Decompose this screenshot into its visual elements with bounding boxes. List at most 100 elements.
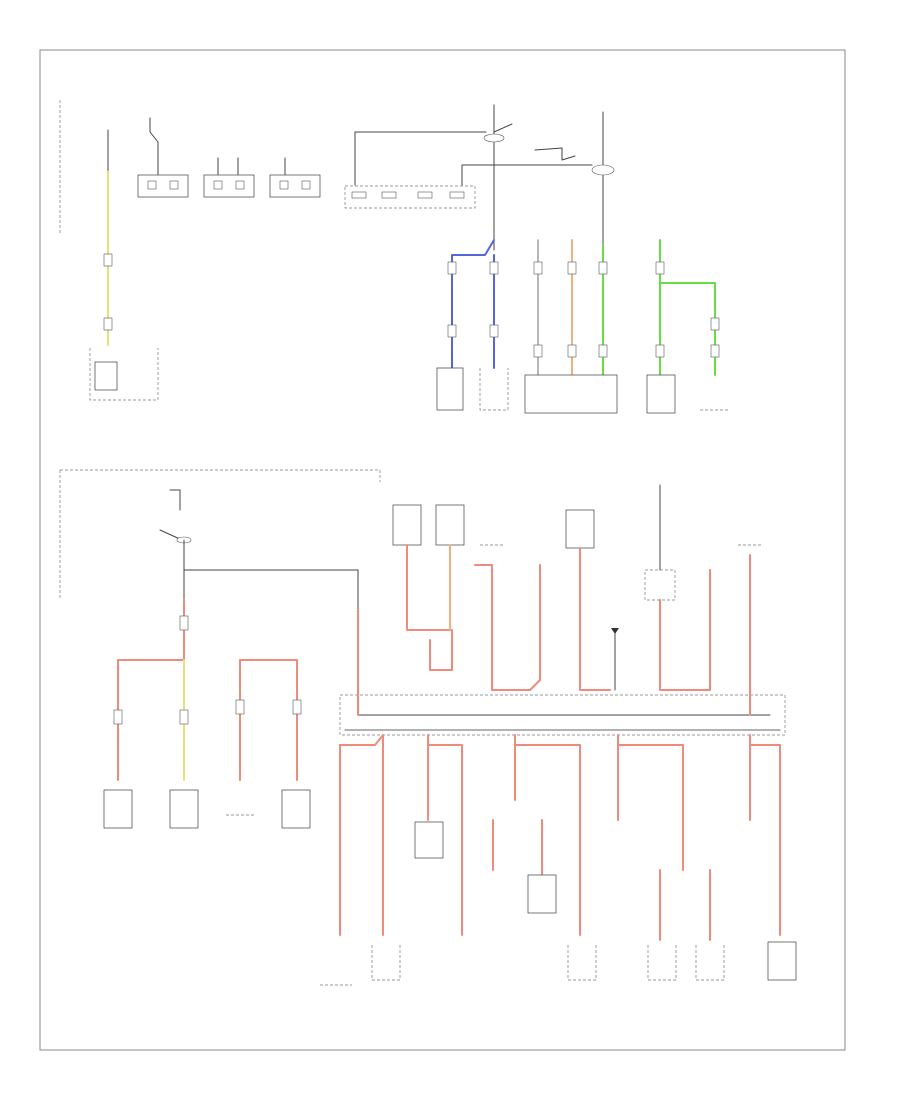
relay-3-pin-1 bbox=[279, 180, 289, 190]
left-load-b bbox=[169, 789, 199, 829]
relay-2-pin-2 bbox=[235, 180, 245, 190]
center-module-outline bbox=[644, 569, 676, 601]
lower-boundary bbox=[59, 469, 381, 600]
top-switch-contact-3 bbox=[417, 191, 433, 199]
lower-left-switch-feed bbox=[183, 539, 359, 611]
bottom-load-d bbox=[527, 874, 557, 914]
center-module-body bbox=[524, 374, 618, 414]
top-switch-contact-1 bbox=[351, 191, 367, 199]
bottom-load-c bbox=[414, 821, 444, 859]
bottom-load-b bbox=[371, 945, 401, 981]
bottom-drops bbox=[339, 734, 781, 941]
ground-icon bbox=[611, 628, 619, 634]
bottom-load-h bbox=[767, 941, 797, 981]
blue-wire-b-connector-2 bbox=[489, 324, 499, 338]
left-connector-5 bbox=[292, 699, 302, 715]
green-wire-group bbox=[646, 239, 728, 414]
center-connector-4 bbox=[533, 344, 543, 358]
top-switch-contact-4 bbox=[449, 191, 465, 199]
top-switch-arm bbox=[493, 123, 513, 133]
top-switch-link bbox=[461, 164, 593, 186]
top-switch-knob-a bbox=[483, 133, 505, 143]
left-red-split bbox=[117, 659, 185, 781]
upper-unit-c-wire bbox=[579, 547, 611, 691]
upper-units bbox=[392, 484, 762, 716]
lower-left-module-outline bbox=[89, 348, 159, 401]
center-connector-1 bbox=[533, 261, 543, 275]
left-red-pair bbox=[239, 659, 298, 781]
lower-left-switch bbox=[159, 489, 359, 611]
blue-wire-group bbox=[436, 239, 509, 411]
center-module-group bbox=[524, 239, 618, 414]
junction-block-outline bbox=[339, 694, 786, 736]
bottom-drop-3 bbox=[514, 734, 581, 936]
upper-left-connector-1 bbox=[103, 253, 113, 267]
green-wire-b bbox=[659, 282, 716, 376]
upper-unit-a bbox=[392, 504, 422, 546]
left-red-branch bbox=[103, 599, 311, 829]
green-connector-1 bbox=[655, 261, 665, 275]
green-connector-3 bbox=[710, 317, 720, 331]
relay-1 bbox=[137, 117, 189, 198]
top-switch-contacts bbox=[344, 185, 476, 209]
upper-left-switch-group bbox=[103, 129, 113, 346]
blue-wire-a-connector-1 bbox=[447, 261, 457, 275]
lower-left-module bbox=[89, 348, 159, 401]
center-connector-3 bbox=[598, 261, 608, 275]
relay-1-lead bbox=[149, 117, 159, 176]
top-switch-pivot bbox=[534, 147, 576, 161]
blue-load-a bbox=[436, 367, 464, 411]
upper-unit-b bbox=[435, 504, 465, 546]
relay-3-pin-2 bbox=[301, 180, 311, 190]
top-switch-assembly bbox=[344, 104, 615, 251]
center-connector-6 bbox=[598, 344, 608, 358]
top-switch-bracket bbox=[354, 131, 487, 186]
blue-wire-b-connector-1 bbox=[489, 261, 499, 275]
bottom-load-g bbox=[695, 945, 725, 981]
relay-1-pin-1 bbox=[147, 180, 157, 190]
upper-unit-a-wire bbox=[406, 544, 453, 671]
relay-2 bbox=[203, 157, 255, 198]
center-connector-2 bbox=[567, 261, 577, 275]
left-connector-3 bbox=[179, 709, 189, 725]
bottom-drop-1 bbox=[339, 734, 384, 936]
left-load-a bbox=[103, 789, 133, 829]
bottom-loads bbox=[320, 821, 797, 986]
relay-2-lead bbox=[217, 157, 239, 176]
left-connector-2 bbox=[113, 709, 123, 725]
blue-wire-a-connector-2 bbox=[447, 324, 457, 338]
blue-load-b bbox=[479, 368, 509, 411]
top-switch-contact-2 bbox=[381, 191, 397, 199]
bottom-drop-5 bbox=[749, 734, 781, 936]
bottom-load-f bbox=[647, 945, 677, 981]
blue-wire-a bbox=[451, 239, 495, 369]
relay-1-body bbox=[137, 174, 189, 198]
diagram-frame bbox=[39, 49, 846, 1051]
junction-block bbox=[339, 694, 786, 736]
left-connector-4 bbox=[235, 699, 245, 715]
center-connector-5 bbox=[567, 344, 577, 358]
green-connector-2 bbox=[655, 344, 665, 358]
relay-3-body bbox=[269, 174, 321, 198]
lower-left-switch-arm bbox=[159, 489, 183, 541]
upper-left-connector-2 bbox=[103, 317, 113, 331]
green-load-a bbox=[646, 374, 676, 414]
top-switch-knob-b bbox=[591, 164, 615, 176]
relay-1-pin-2 bbox=[169, 180, 179, 190]
relay-3 bbox=[269, 157, 321, 198]
upper-unit-d-wire bbox=[474, 564, 541, 691]
bottom-drop-2 bbox=[427, 734, 463, 936]
lower-left-module-inner bbox=[94, 361, 118, 391]
center-drop-wire-lower bbox=[659, 569, 711, 691]
upper-unit-c bbox=[565, 509, 595, 549]
green-connector-4 bbox=[710, 344, 720, 358]
bottom-load-e bbox=[567, 945, 597, 981]
bottom-drop-4 bbox=[617, 734, 684, 871]
left-load-d bbox=[281, 789, 311, 829]
relay-2-body bbox=[203, 174, 255, 198]
bottom-drop-7 bbox=[659, 869, 711, 941]
bottom-drop-6 bbox=[492, 819, 543, 876]
left-connector-1 bbox=[179, 615, 189, 631]
relay-2-pin-1 bbox=[213, 180, 223, 190]
